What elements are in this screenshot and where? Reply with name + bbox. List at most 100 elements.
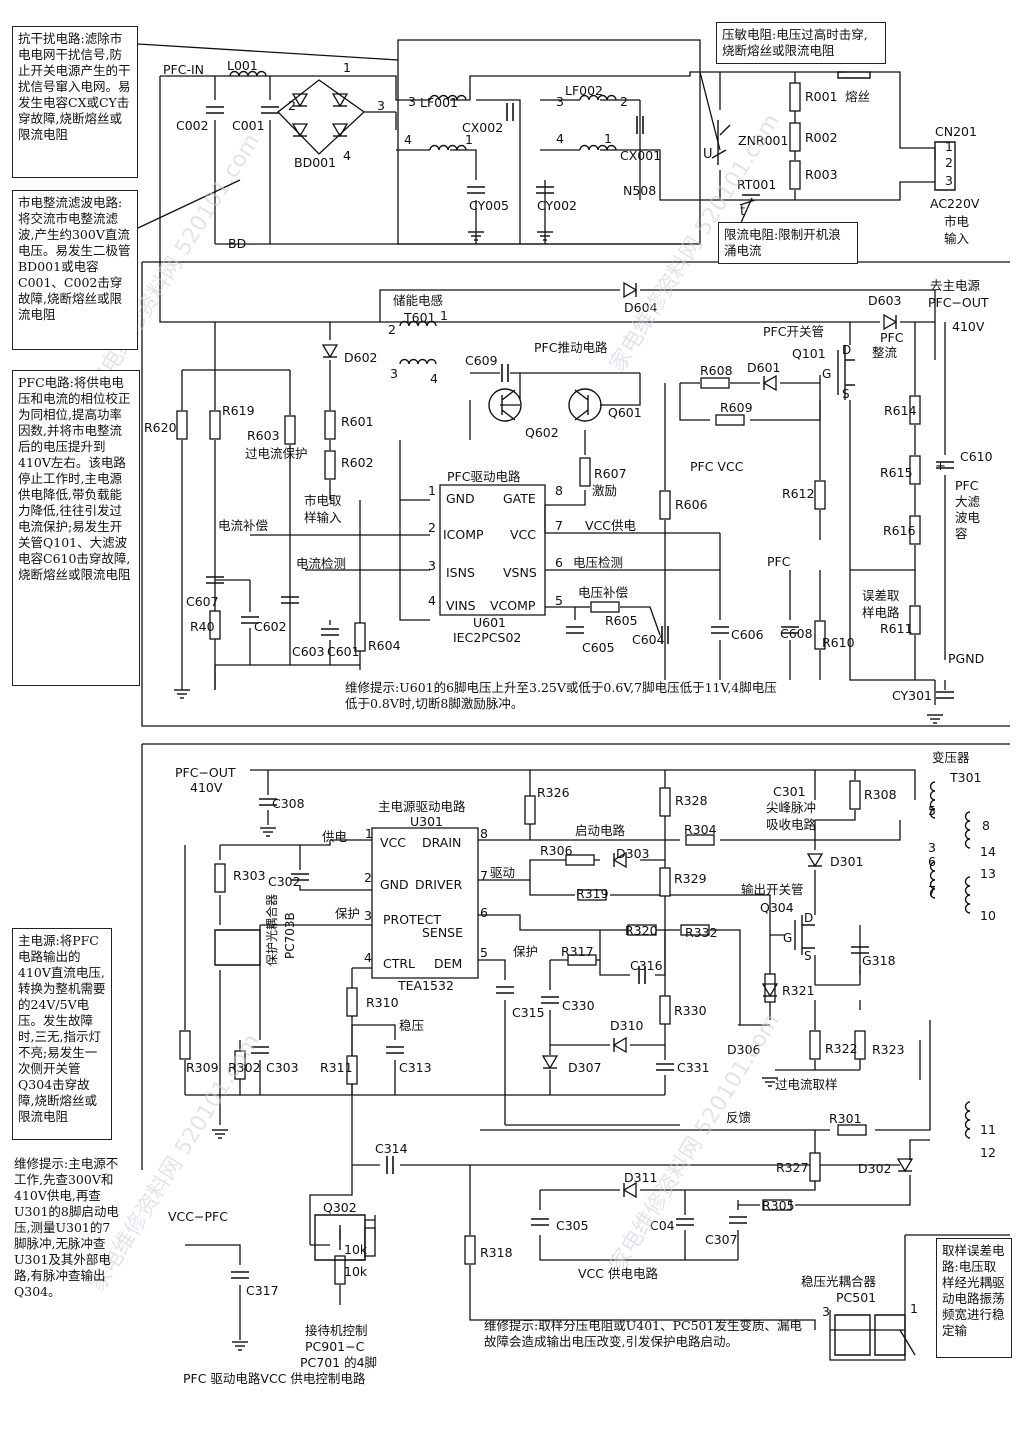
label-q304-s: S <box>804 949 812 963</box>
wires <box>137 39 1010 1361</box>
note-sampling: 取样误差电路:电压取样经光耦驱动电路振荡频宽进行稳定输 <box>936 1238 1012 1358</box>
label-main-pfc-out: PFC−OUT <box>175 765 236 780</box>
label-rt001: RT001 <box>737 177 776 192</box>
label-c608: C608 <box>780 626 813 641</box>
pin-number: 2 <box>945 155 953 170</box>
label-c04: C04 <box>650 1218 675 1233</box>
pin-number: 3 <box>945 173 953 188</box>
label-r609: R609 <box>720 400 753 415</box>
label-d601: D601 <box>747 360 780 375</box>
label-plus: + <box>935 459 946 474</box>
label-t601: T601 <box>403 310 436 325</box>
pin-number: 7 <box>555 518 563 533</box>
pin-number: 1 <box>465 132 473 147</box>
label-rect: 整流 <box>872 345 898 360</box>
label-bd001: BD001 <box>294 155 336 170</box>
pin-number: 1 <box>604 131 612 146</box>
label-output-switch: 输出开关管 <box>741 882 804 897</box>
label-r608: R608 <box>700 363 733 378</box>
pin-number: 3 <box>928 840 936 855</box>
label-pfc: PFC <box>767 554 791 569</box>
label-bigcap-2: 大滤 <box>955 494 981 509</box>
label-bd-minus: BD− <box>228 236 257 251</box>
label-r003: R003 <box>805 167 838 182</box>
label-err-sample-2: 样电路 <box>862 605 900 620</box>
label-d303: D303 <box>616 846 649 861</box>
label-d603: D603 <box>868 293 901 308</box>
label-r40: R40 <box>190 619 215 634</box>
note-main-repair: 维修提示:主电源不工作,先查300V和410V供电,再查U301的8脚启动电压,… <box>14 1156 119 1299</box>
label-q101-d: D <box>842 343 851 357</box>
label-10k-a: 10k <box>344 1242 368 1257</box>
label-d306: D306 <box>727 1042 761 1057</box>
label-r614: R614 <box>884 403 917 418</box>
label-spike-1: 尖峰脉冲 <box>766 800 816 815</box>
pin-u301-driver: DRIVER <box>415 877 462 892</box>
t301-sec-coil-c <box>964 1101 971 1139</box>
label-q101-s: S <box>842 387 850 401</box>
label-r602: R602 <box>341 455 374 470</box>
pin-number: 3 <box>364 908 372 923</box>
label-q101: Q101 <box>792 346 826 361</box>
pin-number: 8 <box>555 483 563 498</box>
t301-sec-coil-a <box>964 811 971 849</box>
label-u601: U601 <box>473 615 506 630</box>
label-r318: R318 <box>480 1245 513 1260</box>
label-c313: C313 <box>399 1060 432 1075</box>
label-c610: C610 <box>960 449 993 464</box>
pin-number: 10 <box>980 908 996 923</box>
label-pfc-driver: PFC驱动电路 <box>447 469 521 484</box>
label-r328: R328 <box>675 793 708 808</box>
label-d301: D301 <box>830 854 863 869</box>
pin-u301-protect: PROTECT <box>383 912 441 927</box>
label-g318: G318 <box>862 953 896 968</box>
t301-sec-coil-b <box>964 876 971 914</box>
label-r332: R332 <box>685 925 718 940</box>
note-feedback-repair: 维修提示:取样分压电阻或U401、PC501发生变质、漏电故障会造成输出电压改变… <box>484 1318 802 1349</box>
label-c308: C308 <box>272 796 305 811</box>
label-to-main: 去主电源 <box>930 278 981 293</box>
label-transformer: 变压器 <box>932 750 970 765</box>
label-c316: C316 <box>630 958 663 973</box>
pin-number: 4 <box>404 132 412 147</box>
label-c607: C607 <box>186 594 219 609</box>
label-r603: R603 <box>247 428 280 443</box>
label-r319: R319 <box>576 886 609 901</box>
pin-vins: VINS <box>446 598 476 613</box>
label-pc703: PC703B <box>283 912 297 959</box>
pin-number: 5 <box>480 945 488 960</box>
pin-number: 1 <box>910 1301 918 1316</box>
pin-number: 2 <box>428 520 436 535</box>
label-ntc-t: t <box>740 204 745 219</box>
pin-number: 2 <box>288 98 296 113</box>
label-standby-2: PC901−C <box>305 1339 365 1354</box>
label-mains-sample-2: 样输入 <box>304 510 342 525</box>
label-r620: R620 <box>144 420 177 435</box>
label-znr-u: U <box>703 147 713 162</box>
label-pfc-in: PFC-IN <box>163 62 204 77</box>
pin-u301-sense: SENSE <box>422 925 463 940</box>
label-cy005: CY005 <box>469 198 509 213</box>
label-c317: C317 <box>246 1283 279 1298</box>
label-r305: R305 <box>762 1198 795 1213</box>
label-protect-2: 保护 <box>513 944 538 959</box>
pin-number: 6 <box>555 555 563 570</box>
note-varistor: 压敏电阻:电压过高时击穿,烧断熔丝或限流电阻 <box>716 22 886 64</box>
label-r001: R001 <box>805 89 838 104</box>
label-cx002: CX002 <box>462 120 503 135</box>
label-pfc-rect: PFC <box>880 330 904 345</box>
label-protect: 保护 <box>335 906 360 921</box>
label-mains: 市电 <box>944 214 970 229</box>
lf001-coil-b <box>429 144 467 151</box>
label-q101-g: G <box>822 367 831 381</box>
pin-number: 4 <box>428 593 436 608</box>
pin-number: 5 <box>928 803 936 818</box>
pin-number: 1 <box>945 139 953 154</box>
label-pfc-switch: PFC开关管 <box>763 324 824 339</box>
label-input: 输入 <box>944 231 970 246</box>
pin-number: 8 <box>480 826 488 841</box>
label-vcc-pfc: VCC−PFC <box>168 1209 228 1224</box>
label-standby-3: PC701 的4脚 <box>300 1355 377 1370</box>
label-mains-sample-1: 市电取 <box>304 493 342 508</box>
